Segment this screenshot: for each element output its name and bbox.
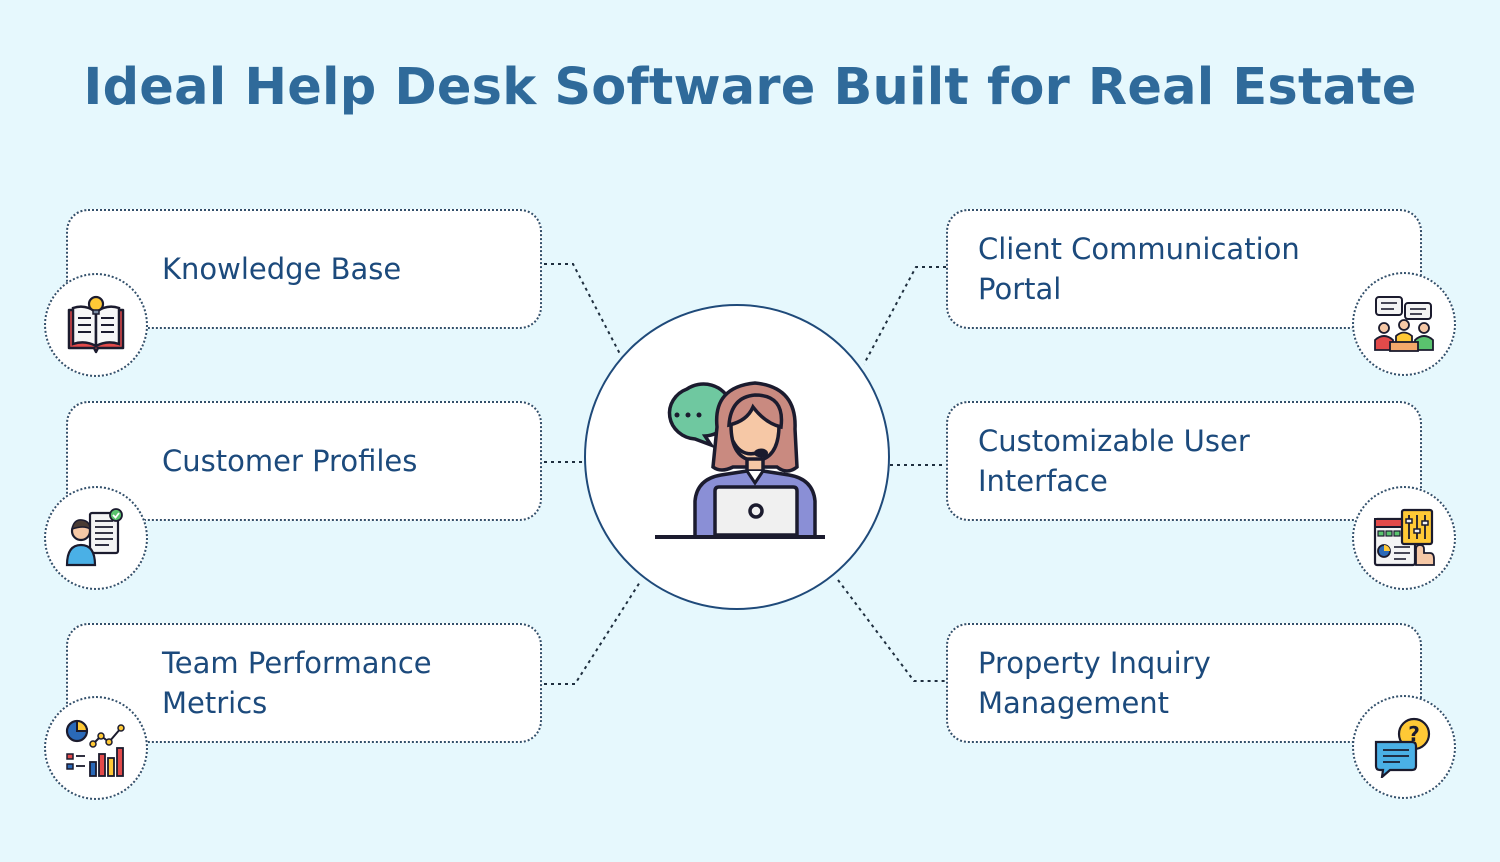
customer-profile-icon: [44, 486, 148, 590]
feature-label: Customer Profiles: [162, 444, 418, 478]
feature-label: Client Communication Portal: [978, 232, 1300, 306]
center-hub: [584, 304, 890, 610]
feature-label: Knowledge Base: [162, 252, 402, 286]
svg-text:?: ?: [1408, 722, 1420, 746]
property-inquiry-icon: ?: [1352, 695, 1456, 799]
feature-label: Customizable User Interface: [978, 424, 1250, 498]
feature-card-customizable-user-interface: Customizable User Interface: [946, 401, 1422, 521]
feature-card-customer-profiles: Customer Profiles: [66, 401, 542, 521]
feature-card-client-communication-portal: Client Communication Portal: [946, 209, 1422, 329]
feature-card-team-performance-metrics: Team Performance Metrics: [66, 623, 542, 743]
customer-support-agent-icon: [655, 381, 825, 539]
customizable-ui-icon: [1352, 486, 1456, 590]
feature-label: Property Inquiry Management: [978, 646, 1211, 720]
feature-card-property-inquiry-management: Property Inquiry Management: [946, 623, 1422, 743]
page-title: Ideal Help Desk Software Built for Real …: [83, 58, 1417, 117]
feature-label: Team Performance Metrics: [162, 646, 432, 720]
feature-card-knowledge-base: Knowledge Base: [66, 209, 542, 329]
client-communication-icon: [1352, 272, 1456, 376]
knowledge-book-icon: [44, 273, 148, 377]
performance-metrics-icon: [44, 696, 148, 800]
